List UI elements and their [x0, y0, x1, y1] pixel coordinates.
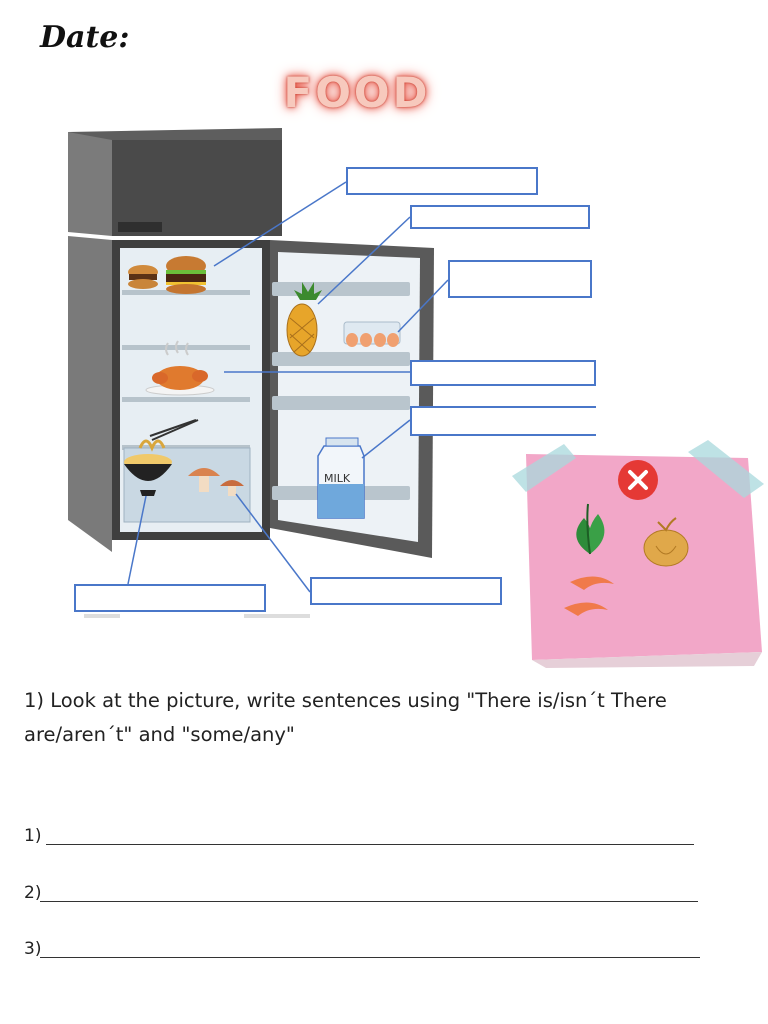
milk-carton-icon	[317, 437, 365, 519]
label-connector-lines	[127, 181, 449, 593]
burger-icon	[128, 256, 206, 294]
answer-line-number: 2)	[24, 883, 42, 903]
label-box-7[interactable]	[310, 577, 502, 605]
label-box-6[interactable]	[74, 584, 266, 612]
chicken-icon	[145, 340, 215, 396]
sticky-note	[512, 440, 764, 668]
pineapple-icon	[286, 282, 322, 357]
mushroom-icon	[188, 468, 244, 496]
date-label: Date:	[40, 20, 130, 55]
answer-line-number: 1)	[24, 826, 42, 846]
page-title: FOOD	[283, 68, 431, 117]
shrimp-icon	[564, 576, 614, 616]
eggs-icon	[343, 321, 401, 347]
answer-line-1[interactable]: 1)	[24, 826, 696, 846]
fridge-side	[68, 236, 112, 552]
answer-rule	[40, 901, 698, 902]
label-box-2[interactable]	[410, 205, 590, 229]
exercise-instruction: 1) Look at the picture, write sentences …	[24, 689, 667, 746]
tape-left	[512, 444, 576, 492]
label-box-4[interactable]	[410, 360, 596, 386]
answer-line-2[interactable]: 2)	[24, 883, 700, 903]
freezer-compartment	[68, 128, 282, 236]
answer-rule	[40, 957, 700, 958]
label-box-1[interactable]	[346, 167, 538, 195]
cross-icon	[618, 460, 658, 500]
answer-rule	[46, 844, 694, 845]
answer-line-3[interactable]: 3)	[24, 939, 702, 959]
label-box-3[interactable]	[448, 260, 592, 298]
tape-right	[688, 440, 764, 498]
noodles-icon	[124, 419, 199, 496]
milk-carton-text: MILK	[324, 472, 351, 485]
answer-line-number: 3)	[24, 939, 42, 959]
fridge-illustration: MILK	[68, 128, 449, 618]
onion-icon	[643, 517, 689, 567]
label-box-5[interactable]	[410, 406, 596, 436]
spinach-icon	[576, 503, 605, 555]
